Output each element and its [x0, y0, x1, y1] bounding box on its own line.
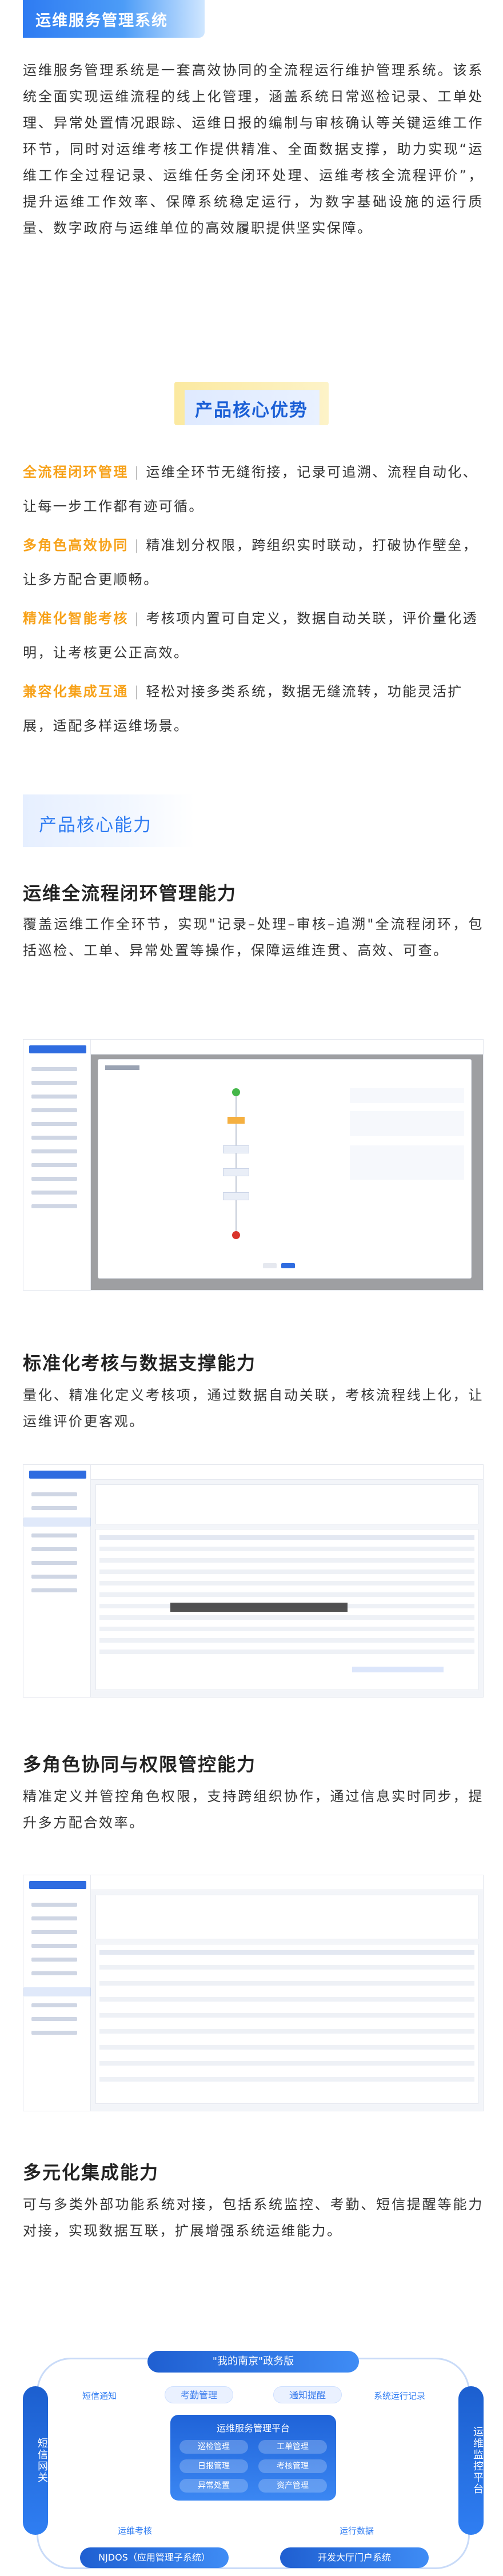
- capability-heading: 多元化集成能力: [23, 2162, 159, 2183]
- advantage-item: 多角色高效协同|精准划分权限，跨组织实时联动，打破协作壁垒，让多方配合更顺畅。: [23, 537, 478, 588]
- advantage-item: 兼容化集成互通|轻松对接多类系统，数据无缝流转，功能灵活扩展，适配多样运维场景。: [23, 684, 463, 734]
- assessment-screenshot: [23, 1464, 484, 1698]
- section-header: 运维服务管理系统: [23, 0, 205, 38]
- diagram-chip: 考勤管理: [165, 2386, 233, 2403]
- diagram-center-chip: 异常处置: [179, 2479, 248, 2493]
- capabilities-title: 产品核心能力: [39, 815, 152, 836]
- advantages-title: 产品核心优势: [195, 400, 308, 421]
- diagram-tag: 运行数据: [340, 2526, 374, 2536]
- advantage-item: 精准化智能考核|考核项内置可自定义，数据自动关联，评价量化透明，让考核更公正高效…: [23, 610, 478, 661]
- intro-paragraph: 运维服务管理系统是一套高效协同的全流程运行维护管理系统。该系统全面实现运维流程的…: [23, 62, 484, 236]
- capability-description: 精准定义并管控角色权限，支持跨组织协作，通过信息实时同步，提升多方配合效率。: [23, 1788, 484, 1831]
- capability-heading: 运维全流程闭环管理能力: [23, 882, 237, 904]
- diagram-left-node: 短信网关: [23, 2386, 48, 2535]
- diagram-center-chip: 日报管理: [179, 2459, 248, 2473]
- capability-heading: 标准化考核与数据支撑能力: [23, 1352, 257, 1374]
- capability-description: 覆盖运维工作全环节，实现"记录–处理–审核–追溯"全流程闭环，包括巡检、工单、异…: [23, 916, 484, 958]
- diagram-tag: 短信通知: [82, 2391, 117, 2401]
- diagram-bottom-left-node: NJDOS（应用管理子系统）: [80, 2547, 229, 2568]
- diagram-tag: 系统运行记录: [374, 2391, 426, 2401]
- roles-screenshot: [23, 1875, 484, 2111]
- diagram-chip: 通知提醒: [273, 2386, 342, 2403]
- capability-heading: 多角色协同与权限管控能力: [23, 1754, 257, 1775]
- diagram-center-chip: 考核管理: [258, 2459, 327, 2473]
- capability-description: 量化、精准化定义考核项，通过数据自动关联，考核流程线上化，让运维评价更客观。: [23, 1387, 484, 1429]
- page-title: 运维服务管理系统: [35, 12, 168, 30]
- diagram-center-chip: 资产管理: [258, 2479, 327, 2493]
- diagram-tag: 运维考核: [118, 2526, 153, 2536]
- diagram-center-chip: 工单管理: [258, 2440, 327, 2454]
- diagram-right-node: 运维监控平台: [458, 2386, 484, 2535]
- integration-diagram: "我的南京"政务版 短信网关 运维监控平台 考勤管理 通知提醒 短信通知 系统运…: [23, 2346, 484, 2575]
- workflow-screenshot: [23, 1039, 484, 1291]
- diagram-center-title: 运维服务管理平台: [216, 2423, 290, 2434]
- diagram-center-platform: 运维服务管理平台 巡检管理 工单管理 日报管理 考核管理 异常处置 资产管理: [170, 2415, 336, 2501]
- capability-description: 可与多类外部功能系统对接，包括系统监控、考勤、短信提醒等能力对接，实现数据互联，…: [23, 2196, 484, 2239]
- advantages-title-badge: 产品核心优势: [174, 382, 329, 425]
- diagram-top-node: "我的南京"政务版: [147, 2351, 359, 2373]
- diagram-bottom-right-node: 开发大厅门户系统: [280, 2547, 429, 2568]
- advantage-item: 全流程闭环管理|运维全环节无缝衔接，记录可追溯、流程自动化、让每一步工作都有迹可…: [23, 464, 478, 514]
- capabilities-title-band: 产品核心能力: [23, 794, 194, 847]
- diagram-center-chip: 巡检管理: [179, 2440, 248, 2454]
